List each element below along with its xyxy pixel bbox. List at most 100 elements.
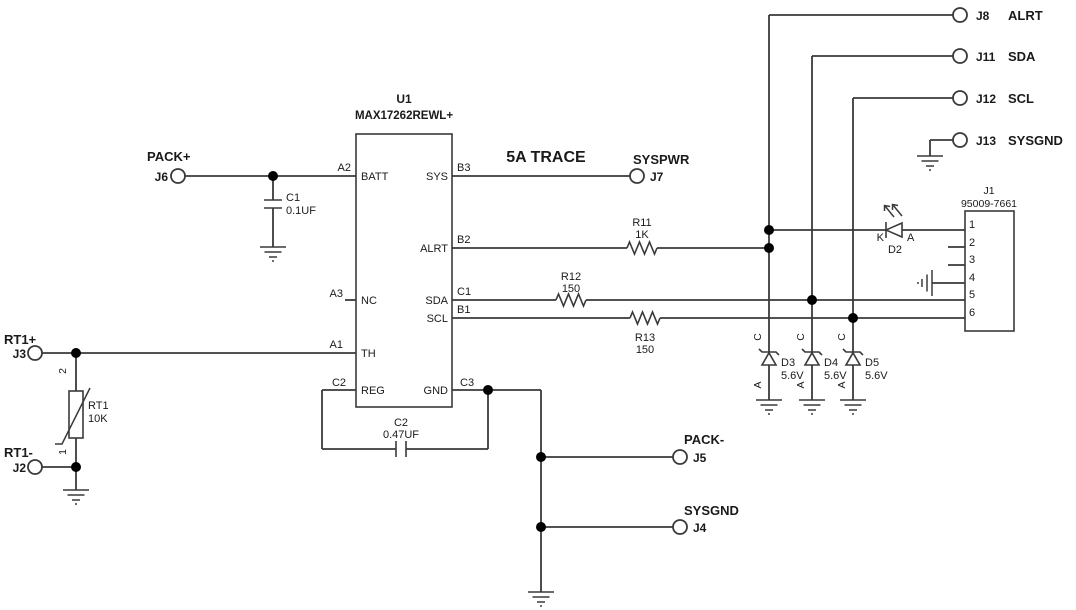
u1-pin-alrt: ALRT xyxy=(420,243,448,255)
d4-anode-label: A xyxy=(795,381,807,388)
component-j1: J1 95009-7661 1 2 3 4 5 6 xyxy=(961,185,1017,332)
wire-net-sda xyxy=(452,55,965,352)
u1-pin-gnd: GND xyxy=(424,385,449,397)
u1-des-c1: C1 xyxy=(457,286,471,298)
rt1-ref: RT1 xyxy=(88,400,109,412)
j6-ref-label: J6 xyxy=(155,170,169,184)
u1-pin-sda: SDA xyxy=(425,295,448,307)
j1-pin-4: 4 xyxy=(969,272,975,284)
j1-pin-2: 2 xyxy=(969,237,975,249)
d4-cathode-label: C xyxy=(795,333,807,341)
u1-pin-sys: SYS xyxy=(426,171,448,183)
d3-cathode-label: C xyxy=(752,333,764,341)
component-rt1: RT1 10K 2 1 xyxy=(55,368,109,455)
component-d5-zener: D5 5.6V C A xyxy=(836,333,888,400)
wire-net-j13-sysgnd xyxy=(929,139,953,156)
d2-ref: D2 xyxy=(888,244,902,256)
component-c1: C1 0.1UF xyxy=(264,192,316,217)
c1-ref: C1 xyxy=(286,192,300,204)
u1-des-a1: A1 xyxy=(330,339,343,351)
j3-net-label: RT1+ xyxy=(4,332,37,347)
wire-net-reg xyxy=(321,389,489,450)
terminal-j4: SYSGND J4 xyxy=(672,503,739,535)
component-d2-led: K A D2 xyxy=(877,203,915,256)
terminal-j12: J12 SCL xyxy=(952,90,1034,106)
d5-anode-label: A xyxy=(836,381,848,388)
j2-net-label: RT1- xyxy=(4,445,33,460)
j7-ref-label: J7 xyxy=(650,170,664,184)
j3-ref-label: J3 xyxy=(13,347,27,361)
r11-value: 1K xyxy=(635,229,649,241)
d5-cathode-label: C xyxy=(836,333,848,341)
j12-net-label: SCL xyxy=(1008,91,1034,106)
ground-symbol-d5 xyxy=(839,399,867,415)
junction-dots xyxy=(71,171,858,532)
d3-value: 5.6V xyxy=(781,370,804,382)
component-r13: R13 150 xyxy=(629,311,661,356)
d3-anode-label: A xyxy=(752,381,764,388)
ground-symbol-rt1 xyxy=(62,489,90,505)
u1-pin-scl: SCL xyxy=(427,313,448,325)
u1-des-b3: B3 xyxy=(457,162,470,174)
terminal-j5: PACK- J5 xyxy=(672,432,724,465)
terminal-j3: RT1+ J3 xyxy=(4,332,43,361)
ground-symbol-d3 xyxy=(755,399,783,415)
j1-ref: J1 xyxy=(983,185,994,197)
j8-net-label: ALRT xyxy=(1008,8,1043,23)
u1-des-c2: C2 xyxy=(332,377,346,389)
d2-anode-label: A xyxy=(907,232,915,244)
r12-value: 150 xyxy=(562,283,580,295)
terminal-j6: PACK+ J6 xyxy=(147,149,191,184)
u1-des-b1: B1 xyxy=(457,304,470,316)
d4-ref: D4 xyxy=(824,357,838,369)
u1-des-a2: A2 xyxy=(338,162,351,174)
wire-net-alrt xyxy=(452,14,965,352)
r13-ref: R13 xyxy=(635,332,655,344)
j4-ref-label: J4 xyxy=(693,521,707,535)
wire-j1-stubs xyxy=(932,246,965,284)
rt1-value: 10K xyxy=(88,413,108,425)
trace-annotation: 5A TRACE xyxy=(506,149,586,166)
wire-net-gnd xyxy=(452,389,673,592)
c2-value: 0.47UF xyxy=(383,429,419,441)
c1-value: 0.1UF xyxy=(286,205,316,217)
j1-pin-3: 3 xyxy=(969,254,975,266)
j7-net-label: SYSPWR xyxy=(633,152,690,167)
u1-des-b2: B2 xyxy=(457,234,470,246)
j4-net-label: SYSGND xyxy=(684,503,739,518)
d4-value: 5.6V xyxy=(824,370,847,382)
terminal-j8: J8 ALRT xyxy=(952,7,1043,23)
d5-value: 5.6V xyxy=(865,370,888,382)
j11-ref-label: J11 xyxy=(976,50,996,64)
wire-net-packplus xyxy=(185,175,356,247)
wire-net-scl xyxy=(452,97,965,352)
j5-net-label: PACK- xyxy=(684,432,724,447)
u1-pin-th: TH xyxy=(361,348,376,360)
rt1-pin-2: 2 xyxy=(57,368,69,374)
ground-symbol-main xyxy=(527,591,555,607)
component-r11: R11 1K xyxy=(626,217,658,255)
component-r12: R12 150 xyxy=(555,271,587,307)
r12-ref: R12 xyxy=(561,271,581,283)
j1-pin-5: 5 xyxy=(969,289,975,301)
j12-ref-label: J12 xyxy=(976,92,996,106)
d5-ref: D5 xyxy=(865,357,879,369)
ground-symbol-j13 xyxy=(916,155,944,171)
terminal-j2: RT1- J2 xyxy=(4,445,43,475)
j2-ref-label: J2 xyxy=(13,461,27,475)
d2-cathode-label: K xyxy=(877,232,885,244)
rt1-pin-1: 1 xyxy=(57,449,69,455)
r11-ref: R11 xyxy=(632,217,651,229)
component-d3-zener: D3 5.6V C A xyxy=(752,333,804,400)
terminal-j13: J13 SYSGND xyxy=(952,132,1063,148)
u1-pin-reg: REG xyxy=(361,385,385,397)
terminal-j7: SYSPWR J7 xyxy=(629,152,690,184)
u1-ref: U1 xyxy=(396,92,412,106)
led-emission-arrows-icon xyxy=(883,203,903,218)
j6-net-label: PACK+ xyxy=(147,149,191,164)
j13-net-label: SYSGND xyxy=(1008,133,1063,148)
c2-ref: C2 xyxy=(394,417,408,429)
d3-ref: D3 xyxy=(781,357,795,369)
